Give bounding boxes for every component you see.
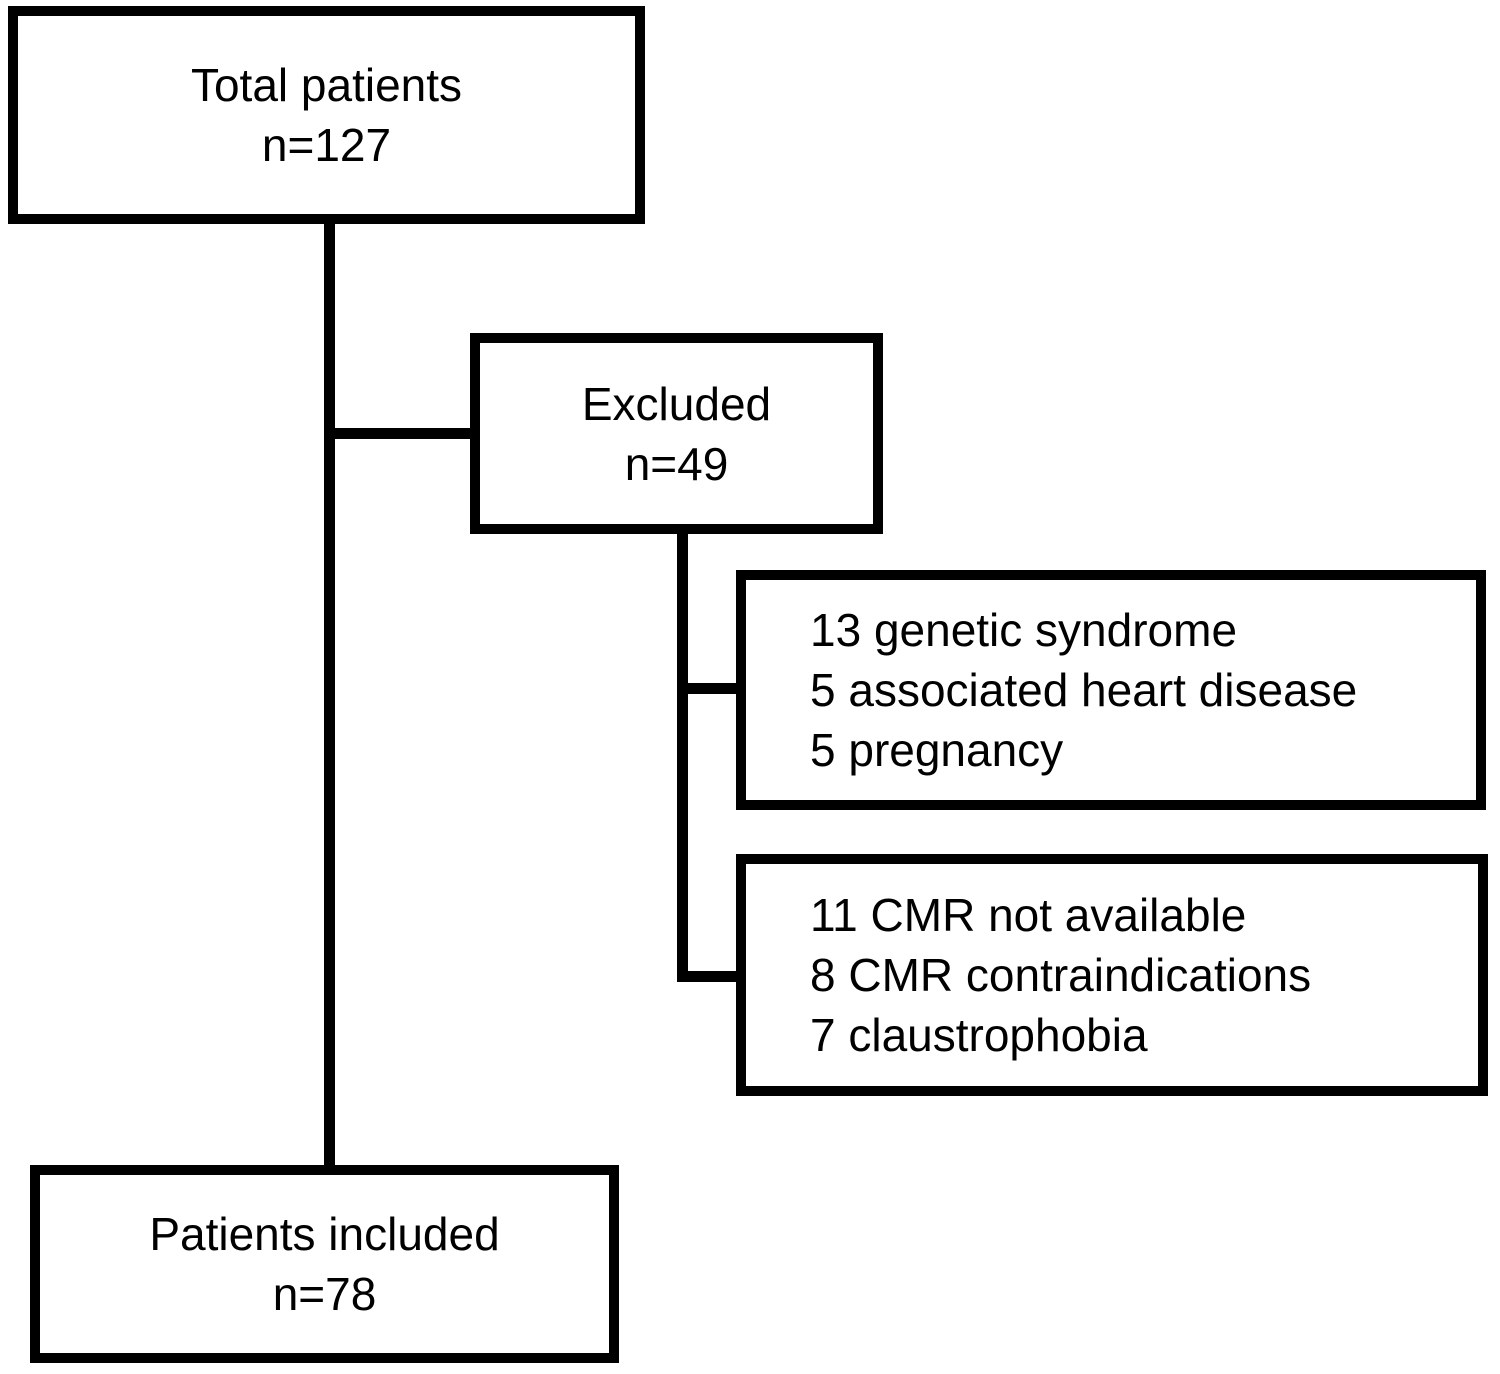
exclusion-reason-line: 5 pregnancy [810, 724, 1064, 776]
total-patients-label: Total patients [190, 59, 463, 111]
exclusion-reason-line: 5 associated heart disease [810, 664, 1358, 716]
exclusion-reason-line: 13 genetic syndrome [810, 604, 1238, 656]
node-exclusion-reasons-clinical: 13 genetic syndrome 5 associated heart d… [736, 570, 1486, 810]
excluded-count: n=49 [624, 437, 729, 490]
excluded-label: Excluded [581, 377, 772, 430]
exclusion-reason-line: 11 CMR not available [810, 889, 1247, 941]
node-exclusion-reasons-cmr: 11 CMR not available 8 CMR contraindicat… [736, 854, 1488, 1096]
connector-to-cmr-reasons [677, 971, 742, 982]
connector-to-clinical-reasons [677, 683, 742, 694]
exclusion-reason-line: 8 CMR contraindications [810, 949, 1312, 1001]
node-excluded: Excluded n=49 [470, 333, 883, 534]
connector-total-to-included [324, 220, 335, 1169]
node-patients-included: Patients included n=78 [30, 1165, 619, 1363]
node-total-patients: Total patients n=127 [8, 6, 645, 224]
patients-included-count: n=78 [272, 1268, 377, 1320]
total-patients-count: n=127 [261, 119, 392, 171]
connector-excluded-down [677, 528, 688, 982]
connector-branch-to-excluded [324, 428, 480, 439]
patients-included-label: Patients included [149, 1208, 500, 1260]
exclusion-reason-line: 7 claustrophobia [810, 1009, 1148, 1061]
